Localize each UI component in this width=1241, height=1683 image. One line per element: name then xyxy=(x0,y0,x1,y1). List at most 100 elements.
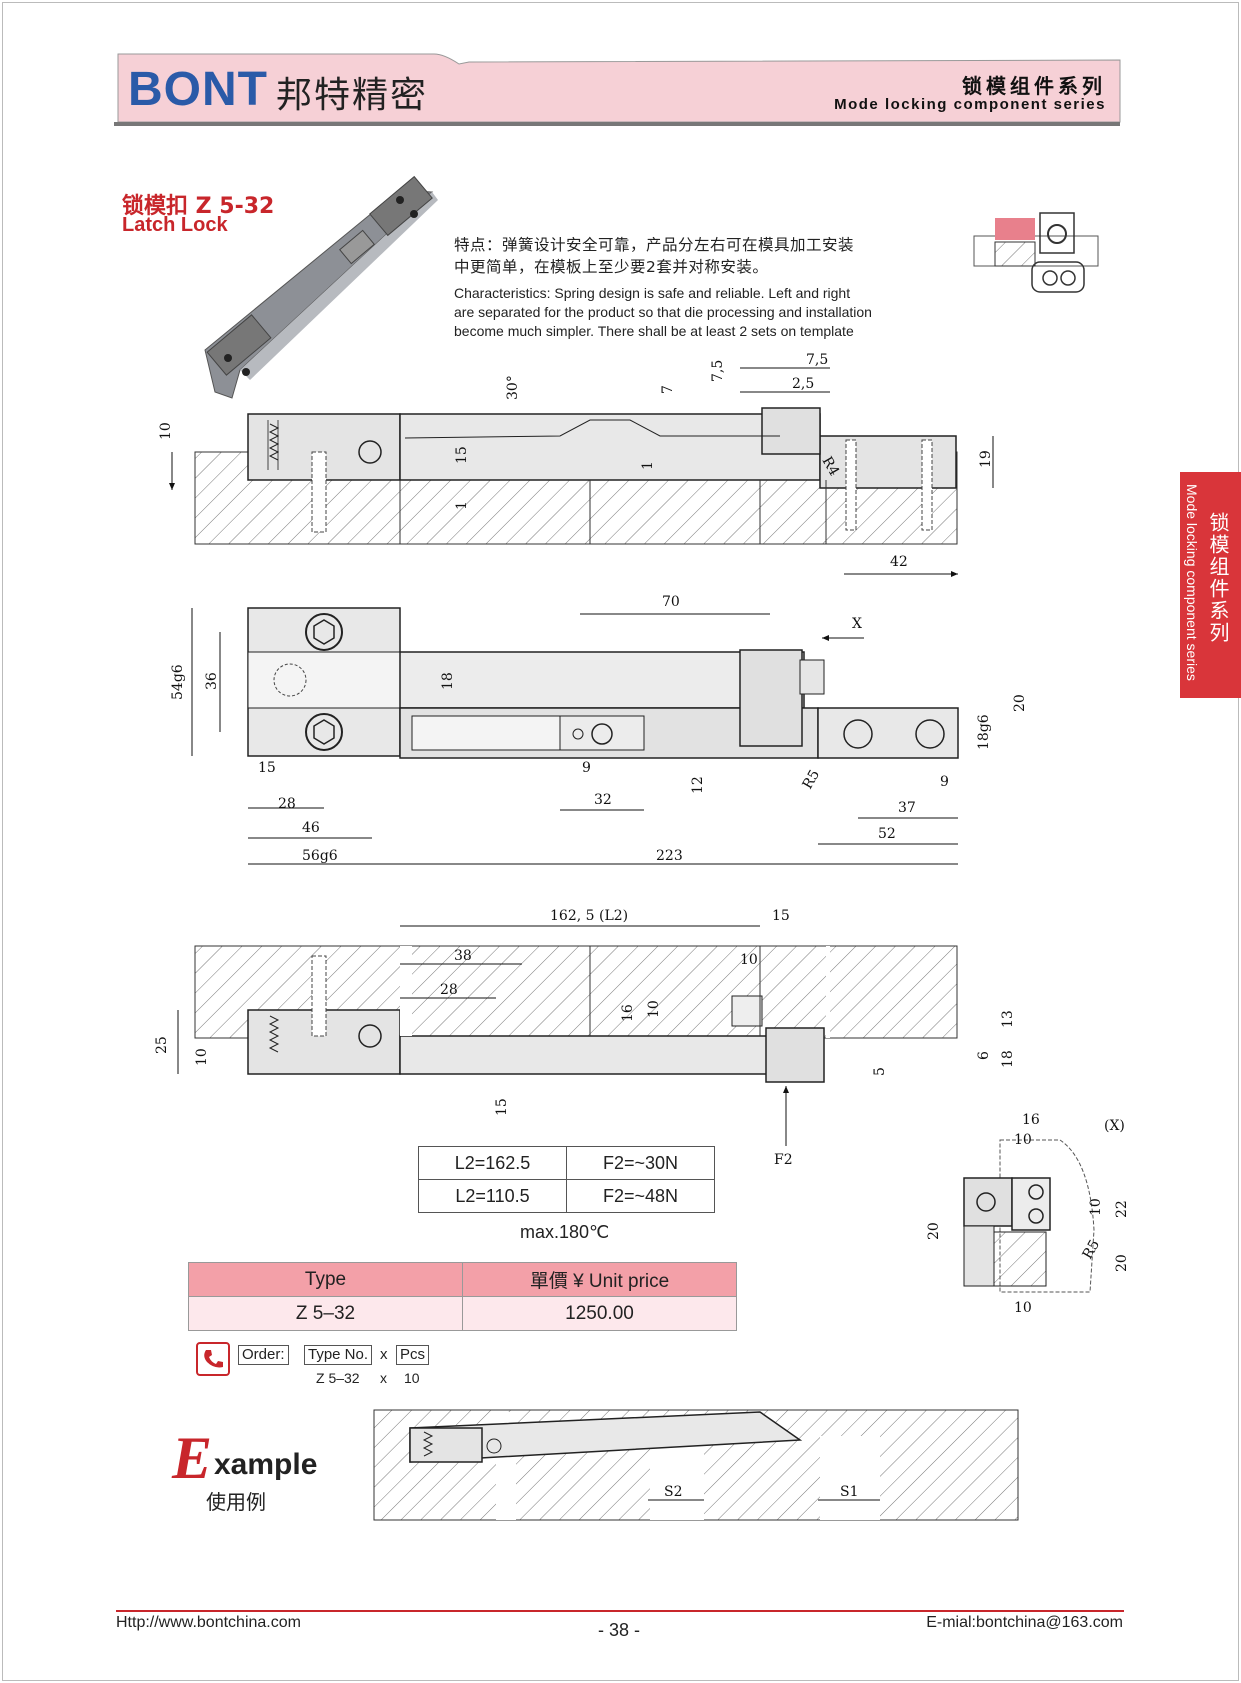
features-en-line: are separated for the product so that di… xyxy=(454,304,872,320)
spec-f2: F2=~30N xyxy=(566,1146,715,1180)
table-row: Z 5–32 1250.00 xyxy=(188,1296,737,1331)
order-pcs-value: 10 xyxy=(404,1370,420,1386)
footer-website: Http://www.bontchina.com xyxy=(116,1614,301,1631)
dim-37: 37 xyxy=(898,800,916,816)
page-number: - 38 - xyxy=(598,1620,641,1640)
drawing-example: S2 S1 xyxy=(373,1409,1019,1521)
spec-l2: L2=162.5 xyxy=(418,1146,567,1180)
dim-x-10a: 10 xyxy=(1014,1132,1032,1148)
header-banner: BONT 邦特精密 锁模组件系列 Mode locking component … xyxy=(114,52,1124,126)
dim-52: 52 xyxy=(878,826,896,842)
dim-10c: 10 xyxy=(194,1048,210,1066)
example-title: xample xyxy=(214,1448,318,1481)
label-s2: S2 xyxy=(664,1484,683,1500)
drawing-side-section: 10 15 1 30° 7 1 7,5 7,5 2,5 R4 19 42 xyxy=(158,352,994,577)
dim-1a: 1 xyxy=(454,501,470,510)
dim-15b: 15 xyxy=(494,1098,510,1116)
dim-54g6: 54g6 xyxy=(170,664,186,700)
drawing-top-view: 70 X 54g6 36 18 20 18g6 15 9 12 R5 9 28 … xyxy=(170,594,1028,865)
dim-x-r5: R5 xyxy=(1080,1237,1104,1262)
dim-46: 46 xyxy=(302,820,320,836)
phone-icon xyxy=(196,1342,230,1376)
example-initial: E xyxy=(172,1425,213,1491)
dim-6: 6 xyxy=(976,1051,992,1060)
drawing-installed-section: 162, 5 (L2) 15 38 10 28 16 10 13 25 10 6… xyxy=(154,908,1016,1168)
dim-223: 223 xyxy=(656,848,683,864)
dim-x-10b: 10 xyxy=(1088,1198,1104,1216)
dim-9b: 9 xyxy=(940,774,949,790)
dim-12: 12 xyxy=(690,776,706,794)
dim-10b: 10 xyxy=(646,1000,662,1018)
spec-l2: L2=110.5 xyxy=(418,1179,567,1213)
product-title-cn: 锁模扣 Z 5-32 xyxy=(122,194,275,219)
features-cn-line: 特点：弹簧设计安全可靠，产品分左右可在模具加工安装 xyxy=(454,236,855,254)
side-tab: Mode locking component series 锁模组件系列 xyxy=(1180,472,1241,698)
features-cn-line: 中更简单，在模板上至少要2套并对称安装。 xyxy=(454,258,769,276)
times-symbol: x xyxy=(380,1346,388,1363)
dim-28: 28 xyxy=(278,796,296,812)
dim-38: 38 xyxy=(454,948,472,964)
dim-25: 25 xyxy=(154,1036,170,1054)
dim-x-10c: 10 xyxy=(1014,1300,1032,1316)
dim-7-5b: 7,5 xyxy=(806,352,828,368)
dim-15: 15 xyxy=(454,446,470,464)
table-header-row: Type 單價 ¥ Unit price xyxy=(188,1262,737,1297)
series-title-en: Mode locking component series xyxy=(834,96,1106,113)
dim-13: 13 xyxy=(1000,1010,1016,1028)
product-photo xyxy=(204,175,438,399)
dim-20: 20 xyxy=(1012,694,1028,712)
table-row: L2=110.5 F2=~48N xyxy=(418,1179,715,1213)
features-cn: 特点：弹簧设计安全可靠，产品分左右可在模具加工安装 中更简单，在模板上至少要2套… xyxy=(454,234,924,278)
series-title-cn: 锁模组件系列 xyxy=(962,74,1106,98)
label-s1: S1 xyxy=(840,1484,859,1500)
label-detail-x: (X) xyxy=(1104,1118,1125,1134)
dim-7: 7 xyxy=(660,385,676,394)
dim-15a: 15 xyxy=(772,908,790,924)
side-tab-en: Mode locking component series xyxy=(1184,484,1200,681)
drawing-detail-x: (X) 16 10 10 22 20 R5 20 10 xyxy=(926,1112,1130,1316)
dim-36: 36 xyxy=(204,672,220,690)
dim-19: 19 xyxy=(978,450,994,468)
dim-15: 15 xyxy=(258,760,276,776)
label-x: X xyxy=(852,616,862,632)
header-type: Type xyxy=(188,1262,463,1297)
dim-32: 32 xyxy=(594,792,612,808)
dim-l2: 162, 5 (L2) xyxy=(550,908,628,924)
price-table: Type 單價 ¥ Unit price Z 5–32 1250.00 xyxy=(188,1262,737,1331)
label-f2: F2 xyxy=(774,1152,793,1168)
banner-shape xyxy=(114,53,1121,126)
dim-r5: R5 xyxy=(800,767,824,792)
product-title-en: Latch Lock xyxy=(122,214,228,236)
features-en: Characteristics: Spring design is safe a… xyxy=(454,284,924,341)
dim-56g6: 56g6 xyxy=(302,848,338,864)
spec-table: L2=162.5 F2=~30N L2=110.5 F2=~48N xyxy=(418,1146,715,1213)
dim-10a: 10 xyxy=(740,952,758,968)
dim-18: 18 xyxy=(1000,1050,1016,1068)
features-en-line: Characteristics: Spring design is safe a… xyxy=(454,285,851,301)
footer-rule xyxy=(116,1610,1124,1612)
dim-42: 42 xyxy=(890,554,908,570)
order-label: Order: xyxy=(238,1345,289,1365)
dim-5: 5 xyxy=(872,1067,888,1076)
side-tab-cn: 锁模组件系列 xyxy=(1206,512,1230,644)
type-no-label: Type No. xyxy=(304,1345,373,1365)
brand-logo: BONT xyxy=(128,63,268,116)
features-en-line: become much simpler. There shall be at l… xyxy=(454,323,854,339)
table-row: L2=162.5 F2=~30N xyxy=(418,1146,715,1180)
dim-10: 10 xyxy=(158,422,174,440)
max-temperature: max.180℃ xyxy=(520,1222,610,1242)
dim-x-20b: 20 xyxy=(1114,1254,1130,1272)
dim-2-5: 2,5 xyxy=(792,376,814,392)
header-unit-price: 單價 ¥ Unit price xyxy=(462,1262,737,1297)
example-title-cn: 使用例 xyxy=(206,1490,266,1514)
dim-x-22: 22 xyxy=(1114,1200,1130,1218)
dim-1b: 1 xyxy=(640,461,656,470)
dim-9a: 9 xyxy=(582,760,591,776)
footer-email: E-mial:bontchina@163.com xyxy=(926,1614,1123,1631)
dim-70: 70 xyxy=(662,594,680,610)
order-type-value: Z 5–32 xyxy=(316,1370,360,1386)
dim-16: 16 xyxy=(620,1004,636,1022)
spec-f2: F2=~48N xyxy=(566,1179,715,1213)
